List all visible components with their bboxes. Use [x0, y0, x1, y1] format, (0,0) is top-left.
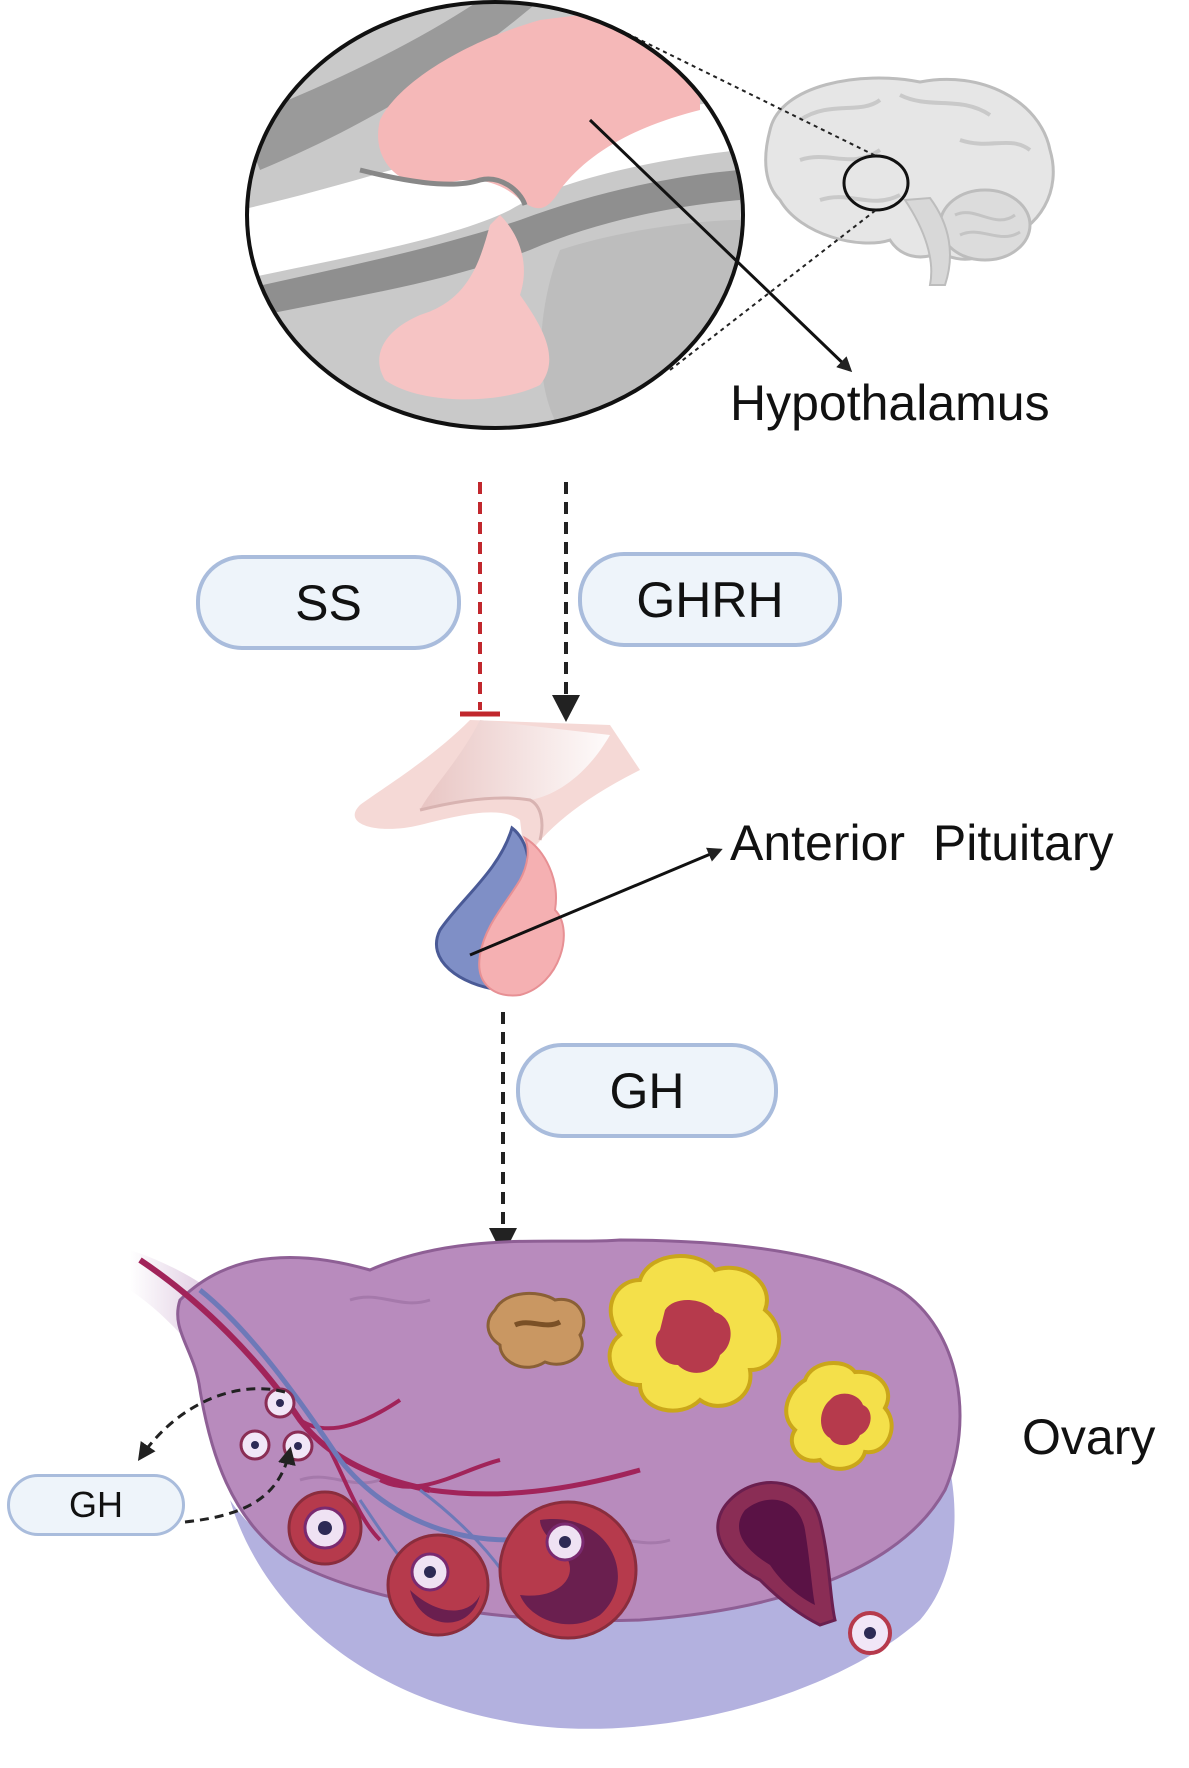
ghrh-pill: GHRH: [578, 552, 842, 647]
corpus-albicans-icon: [486, 1291, 586, 1369]
gh-local-label: GH: [69, 1484, 123, 1525]
hypothalamus-label: Hypothalamus: [730, 375, 1050, 431]
gh-local-pill: GH: [7, 1474, 185, 1536]
zoom-line-bottom: [669, 209, 877, 371]
secondary-follicle-icon: [386, 1533, 490, 1637]
anterior-pituitary-label: Anterior Pituitary: [730, 815, 1114, 871]
pituitary-icon: [354, 720, 640, 997]
gh-label: GH: [609, 1062, 685, 1119]
ss-pill: SS: [196, 555, 461, 650]
hypothalamus-detail-icon: [245, 0, 745, 430]
gh-local-arrow-to-follicles: [184, 1446, 296, 1524]
ghrh-arrowhead: [552, 695, 580, 722]
corpus-luteum-small-icon: [784, 1360, 894, 1471]
oocyte-icon: [848, 1611, 892, 1655]
ss-label: SS: [295, 574, 362, 631]
antral-follicle-icon: [498, 1500, 638, 1640]
hypothalamus-pointer-arrow: [588, 118, 853, 373]
corpus-luteum-icon: [607, 1254, 782, 1413]
ovary-icon: [130, 1238, 962, 1729]
ovulating-follicle-icon: [716, 1481, 837, 1627]
pituitary-pointer-arrow: [469, 847, 723, 957]
primordial-follicles-icon: [239, 1387, 314, 1462]
gh-pill: GH: [516, 1043, 778, 1138]
hypothalamus-magnifier-icon: [842, 154, 910, 212]
ghrh-label: GHRH: [636, 571, 784, 628]
gh-local-arrow-to-gh: [137, 1387, 286, 1461]
ovary-label: Ovary: [1022, 1409, 1156, 1465]
brain-icon: [764, 76, 1055, 286]
follicle-icon: [287, 1490, 363, 1566]
